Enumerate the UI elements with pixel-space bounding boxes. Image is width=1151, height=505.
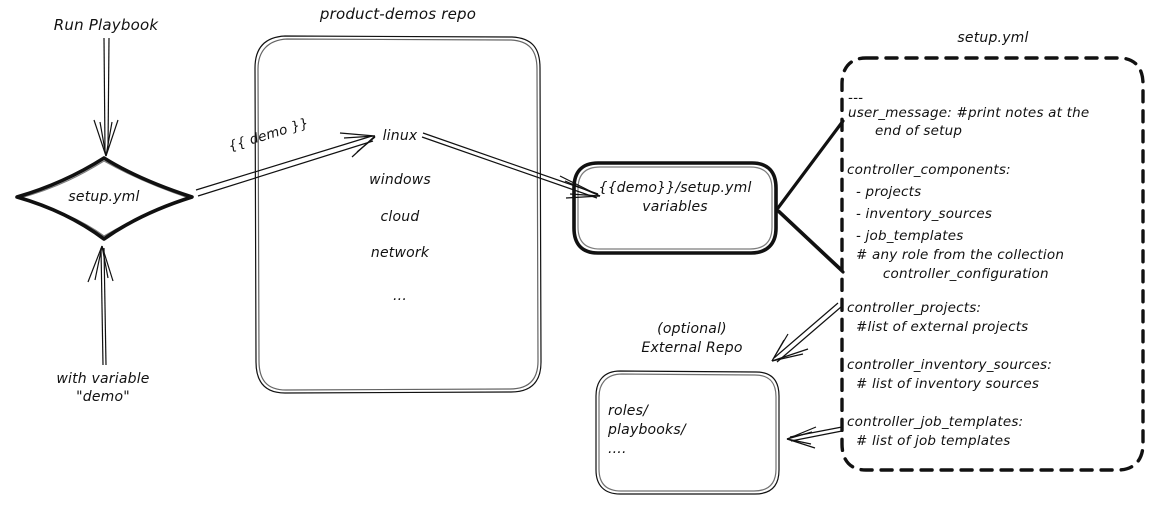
panel-block-user-message-line2: end of setup — [848, 123, 963, 139]
repo-item-linux[interactable]: linux — [382, 128, 418, 144]
panel-block-controller-components-line2: - projects — [847, 184, 922, 200]
panel-block-doc-start: --- — [848, 90, 864, 106]
panel-block-controller-projects-line2: #list of external projects — [847, 319, 1029, 335]
arrow-job-templates-to-external-repo — [786, 426, 843, 449]
repo-item-cloud[interactable]: cloud — [380, 209, 420, 225]
repo-item-ellipsis: ... — [393, 288, 407, 304]
external-repo-item-roles: roles/ — [608, 403, 649, 419]
arrow-projects-to-external-repo — [771, 302, 842, 363]
external-repo-box[interactable] — [595, 370, 780, 495]
panel-block-controller-components-line5: # any role from the collection — [847, 247, 1065, 263]
run-playbook-label: Run Playbook — [53, 16, 159, 34]
variables-node-box[interactable] — [572, 161, 778, 255]
external-repo-item-ellipsis: .... — [608, 441, 627, 457]
variables-node-line2: variables — [642, 199, 708, 215]
panel-block-controller-components-line4: - job_templates — [847, 228, 964, 244]
with-variable-label: with variable "demo" — [56, 371, 150, 405]
arrow-linux-to-variables — [421, 132, 601, 199]
panel-block-controller-components-line1: controller_components: — [847, 162, 1011, 178]
panel-block-user-message-line1: user_message: #print notes at the — [848, 105, 1090, 121]
external-repo-title: External Repo — [641, 340, 743, 356]
panel-block-controller-job-templates-line1: controller_job_templates: — [847, 414, 1024, 430]
panel-block-controller-job-templates-line2: # list of job templates — [847, 433, 1011, 449]
panel-block-controller-components-line6: controller_configuration — [847, 266, 1049, 282]
connector-panel-to-variables — [776, 119, 845, 274]
product-demos-repo-title: product-demos repo — [319, 5, 477, 23]
repo-item-network[interactable]: network — [370, 245, 430, 261]
external-repo-title-optional: (optional) — [657, 321, 727, 337]
repo-item-windows[interactable]: windows — [369, 172, 431, 188]
setup-yml-node-label: setup.yml — [68, 189, 140, 205]
panel-block-controller-components-line3: - inventory_sources — [847, 206, 993, 222]
panel-block-controller-inventory-sources-line2: # list of inventory sources — [847, 376, 1040, 392]
variables-node-line1: {{demo}}/setup.yml — [598, 180, 752, 196]
panel-block-controller-inventory-sources-line1: controller_inventory_sources: — [847, 357, 1052, 373]
setup-yml-panel-title: setup.yml — [957, 30, 1029, 46]
arrow-with-variable — [87, 245, 114, 366]
arrow-run-playbook — [93, 37, 119, 157]
setup-yml-diamond[interactable] — [15, 156, 194, 241]
product-demos-repo-box[interactable] — [254, 35, 542, 394]
external-repo-item-playbooks: playbooks/ — [608, 422, 686, 438]
arrow-demo-to-linux — [195, 132, 376, 197]
setup-yml-panel-border — [840, 56, 1145, 472]
panel-block-controller-projects-line1: controller_projects: — [847, 300, 982, 316]
